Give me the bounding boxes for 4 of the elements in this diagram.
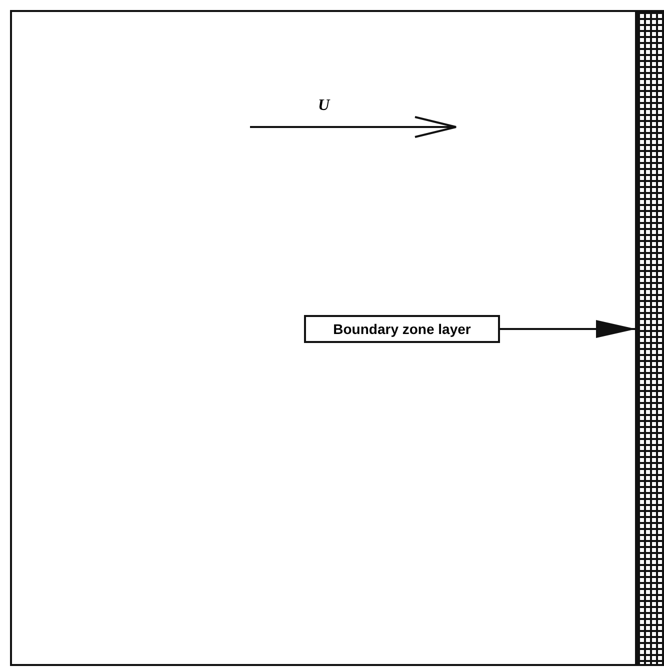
velocity-label: U	[318, 97, 330, 115]
label-box: Boundary zone layer	[304, 315, 500, 343]
leader-arrow	[500, 320, 636, 338]
mesh-strip	[636, 10, 664, 666]
